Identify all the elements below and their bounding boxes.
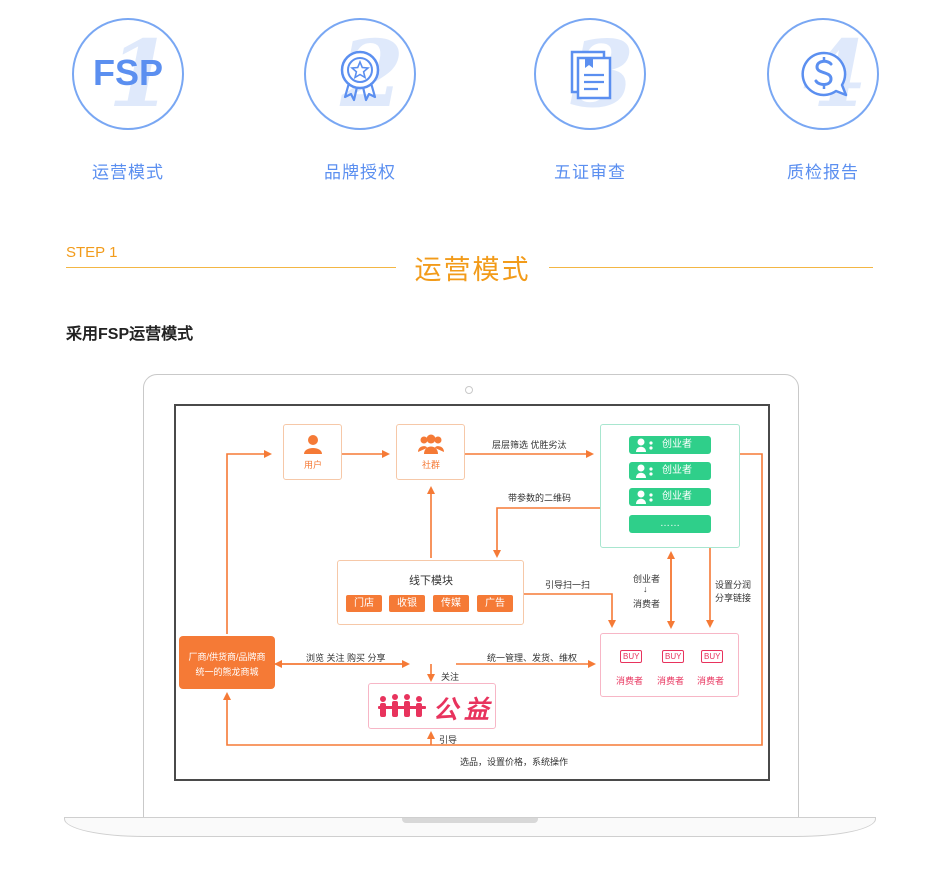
charity-text: 公益 — [433, 695, 496, 724]
offline-tag-media: 传媒 — [433, 595, 469, 612]
share-bottom-label: 分享链接 — [715, 593, 752, 603]
browse-label: 浏览 关注 购买 分享 — [306, 653, 386, 663]
charity-people-icon — [378, 694, 426, 717]
user-icon — [304, 435, 322, 454]
creator-more: …… — [629, 515, 711, 533]
consumer-label: 消费者 — [657, 676, 685, 686]
feature-five-cert-review[interactable]: 3 五证审查 — [530, 18, 650, 183]
creator-icon — [636, 464, 653, 478]
offline-tag-store: 门店 — [346, 595, 382, 612]
mall-line2: 统一的熊龙商城 — [195, 667, 259, 677]
certificate-documents-icon — [570, 50, 612, 100]
follow-label: 关注 — [441, 672, 460, 682]
feature-operation-mode[interactable]: 1 FSP 运营模式 — [68, 18, 188, 183]
step-label: STEP 1 — [66, 244, 118, 261]
section-title: 运营模式 — [414, 255, 531, 285]
buy-icon: BUY — [620, 650, 643, 663]
consumer-panel — [600, 633, 739, 697]
creator-label: 创业者 — [662, 491, 692, 502]
section-subtitle: 采用FSP运营模式 — [66, 326, 194, 343]
mall-node: 厂商/供货商/品牌商 统一的熊龙商城 — [179, 636, 275, 689]
creator-to-consumer-bottom: 消费者 — [633, 599, 661, 609]
feature-circle: 1 FSP — [72, 18, 184, 130]
feature-quality-report[interactable]: 4 质检报告 — [763, 18, 883, 183]
mall-line1: 厂商/供货商/品牌商 — [188, 652, 266, 662]
buy-icon: BUY — [701, 650, 724, 663]
divider-left — [66, 267, 396, 268]
user-node: 用户 — [283, 424, 342, 480]
offline-module: 线下模块 — [337, 560, 524, 625]
guide-label: 引导 — [439, 735, 458, 745]
group-icon — [418, 434, 444, 454]
laptop-camera — [465, 386, 473, 394]
laptop-notch — [402, 818, 538, 823]
ellipsis-label: …… — [660, 518, 680, 529]
bottom-label: 选品，设置价格，系统操作 — [460, 757, 569, 767]
creator-to-consumer-arrow: ↓ — [643, 584, 648, 594]
feature-brand-authorization[interactable]: 2 品牌授权 — [300, 18, 420, 183]
creator-icon — [636, 438, 653, 452]
consumer-label: 消费者 — [697, 676, 725, 686]
feature-circle: 4 — [767, 18, 879, 130]
consumer-label: 消费者 — [616, 676, 644, 686]
feature-label: 五证审查 — [554, 163, 626, 182]
offline-tag-ads: 广告 — [477, 595, 513, 612]
feature-circle: 3 — [534, 18, 646, 130]
community-node: 社群 — [396, 424, 465, 480]
divider-right — [549, 267, 873, 268]
ghost-number-1: 1 — [108, 20, 173, 128]
creator-row: 创业者 — [629, 462, 711, 480]
award-badge-icon — [340, 50, 380, 102]
feature-label: 品牌授权 — [324, 163, 396, 182]
guide-scan-label: 引导扫一扫 — [545, 580, 591, 590]
share-top-label: 设置分润 — [715, 580, 752, 590]
creator-label: 创业者 — [662, 439, 692, 450]
creator-label: 创业者 — [662, 465, 692, 476]
feature-label: 运营模式 — [92, 163, 164, 182]
fsp-text-icon: FSP — [92, 52, 163, 93]
s-chat-bubble-icon — [801, 51, 848, 97]
feature-circle: 2 — [304, 18, 416, 130]
user-label: 用户 — [304, 460, 323, 470]
offline-title: 线下模块 — [409, 575, 453, 587]
offline-tag-cashier: 收银 — [389, 595, 425, 612]
charity-node: 公益 — [368, 683, 496, 729]
manage-label: 统一管理、发货、维权 — [487, 653, 578, 663]
creator-row: 创业者 — [629, 436, 711, 454]
filter-label: 层层筛选 优胜劣汰 — [492, 440, 567, 450]
qr-label: 带参数的二维码 — [508, 493, 572, 503]
creator-icon — [636, 490, 653, 504]
community-label: 社群 — [422, 460, 441, 470]
feature-label: 质检报告 — [787, 163, 859, 182]
creator-row: 创业者 — [629, 488, 711, 506]
buy-icon: BUY — [662, 650, 685, 663]
creator-to-consumer-top: 创业者 — [633, 574, 661, 584]
